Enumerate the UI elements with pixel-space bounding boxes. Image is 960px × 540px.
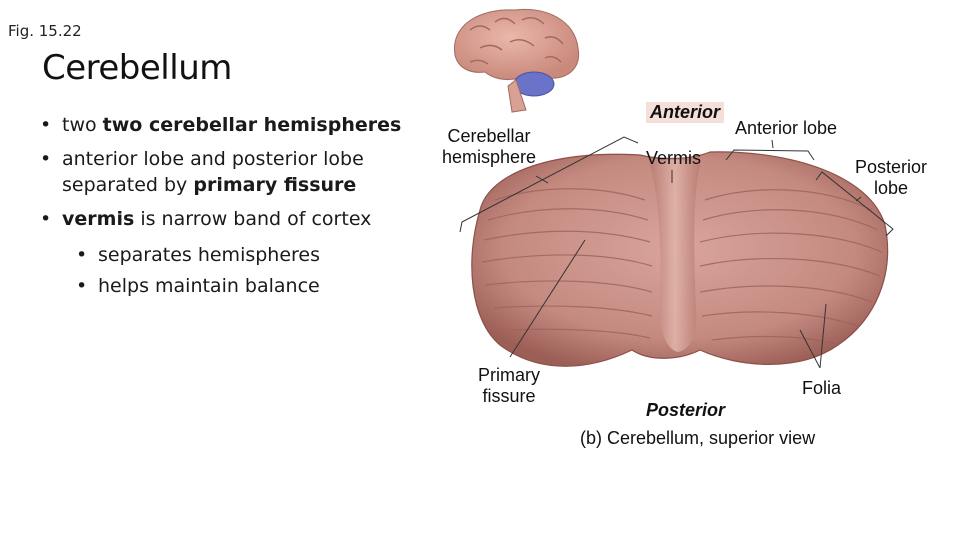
label-leader-lines (459, 136, 894, 369)
figure-number: Fig. 15.22 (8, 22, 82, 40)
label-posterior: Posterior (646, 400, 726, 420)
bullet-bold: two cerebellar hemispheres (102, 114, 402, 136)
bullet-bold: vermis (62, 208, 135, 230)
sub-bullet-separates: separates hemispheres (40, 240, 420, 271)
label-cerebellar-hemisphere: Cerebellar hemisphere (441, 126, 537, 167)
label-folia: Folia (802, 378, 842, 398)
label-primary-fissure: Primary fissure (478, 365, 540, 406)
bullet-lobes: anterior lobe and posterior lobe separat… (40, 146, 420, 198)
bullet-list: two two cerebellar hemispheres anterior … (40, 112, 420, 302)
bullet-text: anterior lobe and posterior lobe separat… (62, 148, 364, 196)
label-posterior-lobe: Posterior lobe (854, 157, 928, 198)
slide-title: Cerebellum (42, 48, 232, 88)
bullet-bold: primary fissure (193, 174, 357, 196)
cerebellum-shape (471, 151, 889, 367)
sub-bullet-balance: helps maintain balance (40, 271, 420, 302)
bullet-text: is narrow band of cortex (140, 208, 372, 230)
bullet-text: two (62, 114, 103, 136)
figure-caption: (b) Cerebellum, superior view (580, 428, 816, 448)
label-vermis: Vermis (646, 148, 702, 168)
label-anterior: Anterior (646, 102, 725, 123)
brain-thumbnail-icon (454, 8, 580, 113)
bullet-hemispheres: two two cerebellar hemispheres (40, 112, 420, 138)
label-anterior-lobe: Anterior lobe (735, 118, 838, 138)
bullet-vermis: vermis is narrow band of cortex (40, 206, 420, 232)
